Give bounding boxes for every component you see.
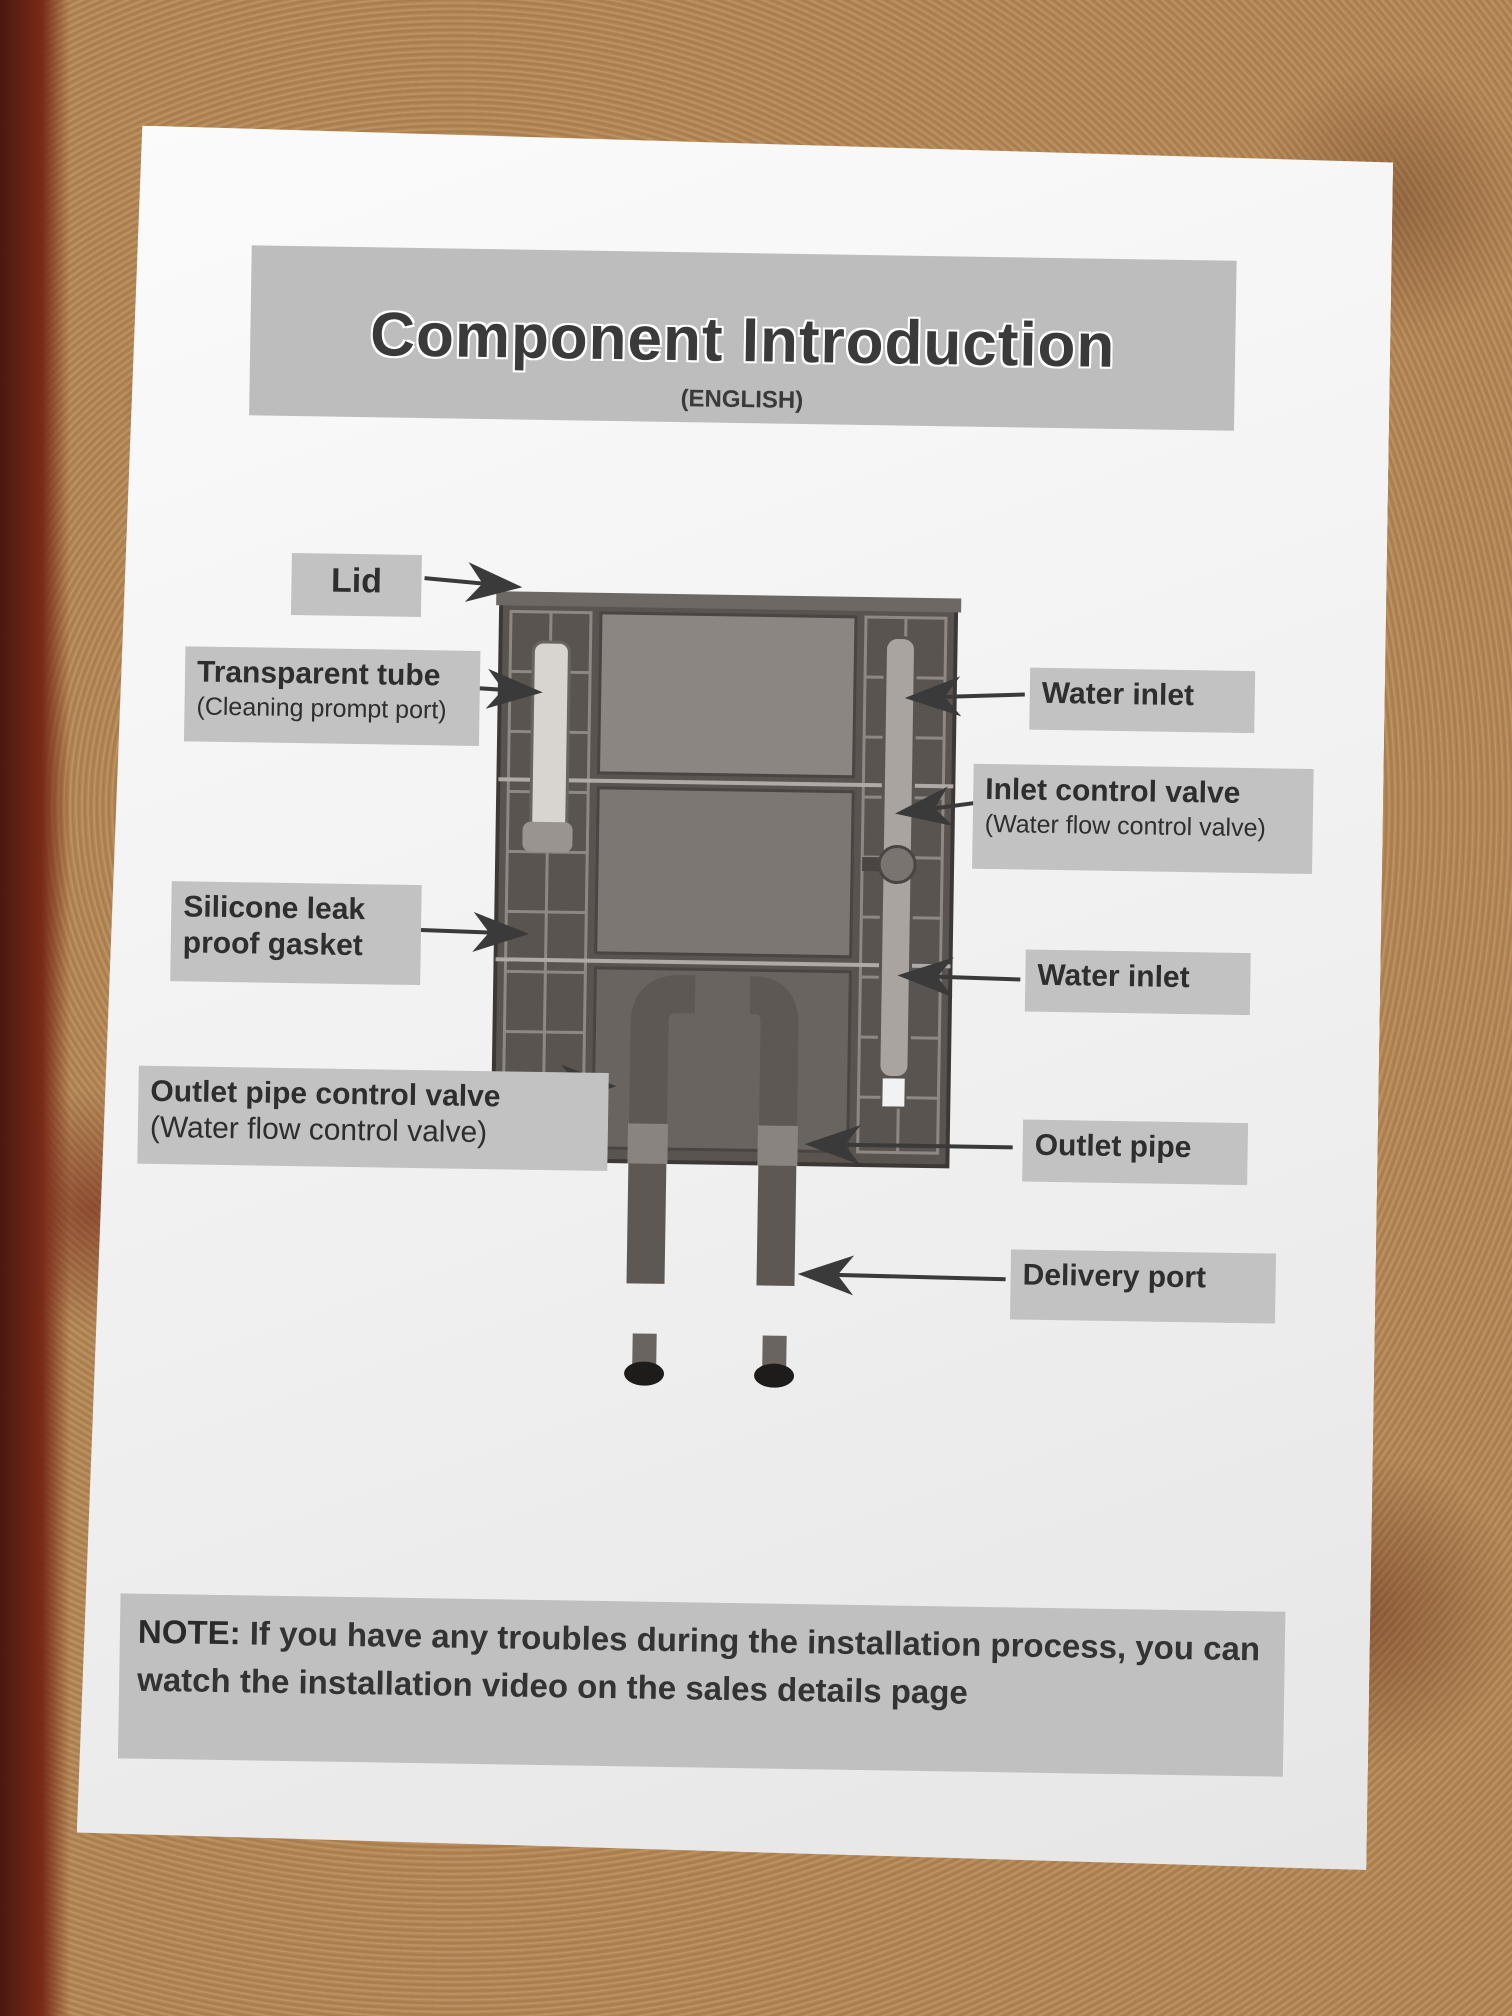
label-water-inlet-bottom: Water inlet: [1025, 950, 1251, 1016]
carpet-border: [0, 0, 70, 2016]
label-transparent-tube: Transparent tube (Cleaning prompt port): [184, 646, 480, 746]
note-text: If you have any troubles during the inst…: [136, 1614, 1261, 1711]
label-inlet-control-valve: Inlet control valve (Water flow control …: [972, 764, 1314, 874]
label-silicone-gasket-line1: Silicone leak: [183, 890, 366, 927]
installation-note: NOTE: If you have any troubles during th…: [118, 1593, 1285, 1776]
outlet-pipes: [624, 993, 800, 1388]
label-lid: Lid: [291, 553, 422, 617]
label-inlet-control-valve-sub: (Water flow control valve): [984, 809, 1267, 843]
label-outlet-pipe-control-valve-sub: (Water flow control valve): [149, 1110, 488, 1150]
label-water-inlet-top-text: Water inlet: [1041, 676, 1195, 713]
instruction-sheet: Component Introduction (ENGLISH): [77, 125, 1394, 1870]
label-lid-text: Lid: [330, 561, 383, 601]
label-outlet-pipe-control-valve: Outlet pipe control valve (Water flow co…: [137, 1066, 608, 1171]
label-outlet-pipe: Outlet pipe: [1022, 1120, 1248, 1186]
label-water-inlet-top: Water inlet: [1029, 668, 1255, 734]
label-outlet-pipe-text: Outlet pipe: [1034, 1128, 1192, 1165]
label-silicone-gasket-line2: proof gasket: [182, 926, 364, 963]
component-diagram: [77, 125, 1394, 1870]
note-heading: NOTE:: [137, 1612, 241, 1652]
label-transparent-tube-sub: (Cleaning prompt port): [196, 692, 447, 725]
filter-tank: [487, 591, 961, 1166]
label-inlet-control-valve-text: Inlet control valve: [985, 772, 1241, 810]
label-transparent-tube-text: Transparent tube: [196, 655, 441, 693]
label-delivery-port-text: Delivery port: [1022, 1258, 1207, 1295]
label-delivery-port: Delivery port: [1010, 1249, 1276, 1323]
label-silicone-gasket: Silicone leak proof gasket: [170, 881, 422, 985]
label-water-inlet-bottom-text: Water inlet: [1037, 958, 1190, 995]
